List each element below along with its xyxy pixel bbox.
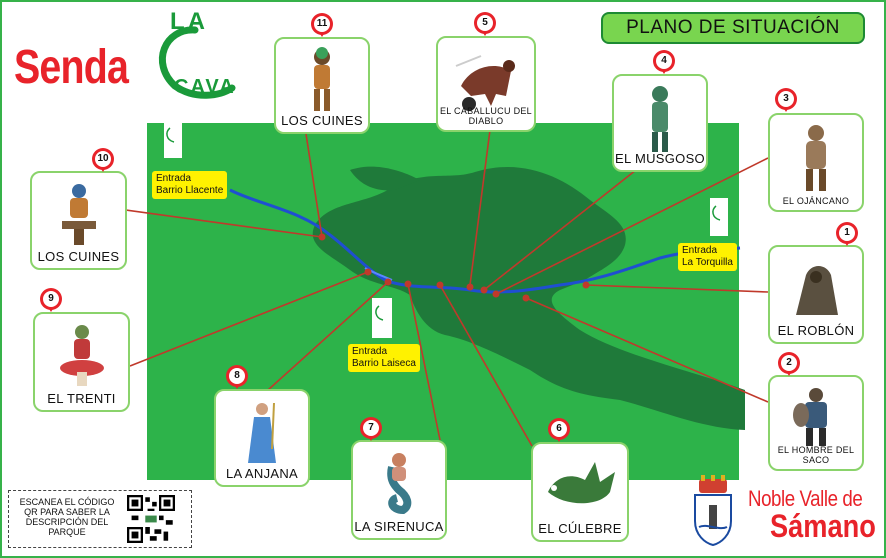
card-label: EL OJÁNCANO xyxy=(782,196,850,206)
entry-line: Barrio Laiseca xyxy=(352,358,416,369)
line-2 xyxy=(525,297,769,403)
card-el-musgoso[interactable]: EL MUSGOSO xyxy=(612,74,708,172)
marker-dot xyxy=(480,286,488,294)
card-el-ojancano[interactable]: EL OJÁNCANO xyxy=(768,113,864,212)
marker-dot xyxy=(364,268,372,276)
pin-11: 11 xyxy=(311,13,333,37)
logo-cava: CAVA xyxy=(174,76,236,98)
pin-3: 3 xyxy=(775,88,797,112)
card-label: LOS CUINES xyxy=(281,113,363,128)
anjana-figure-icon xyxy=(248,402,276,463)
hombre-del-saco-figure-icon xyxy=(793,388,827,446)
card-label: EL TRENTI xyxy=(47,391,116,406)
trenti-figure-icon xyxy=(59,325,104,386)
pin-6: 6 xyxy=(548,418,570,442)
card-label: LOS CUINES xyxy=(37,249,120,264)
entry-barrio-laiseca: Entrada Barrio Laiseca xyxy=(348,344,420,372)
card-label: EL ROBLÓN xyxy=(777,323,855,338)
line-7 xyxy=(407,283,441,441)
marker-dot xyxy=(436,281,444,289)
cuines-figure-icon xyxy=(314,47,330,111)
logo-la: LA xyxy=(170,8,208,35)
coat-of-arms-icon xyxy=(694,475,732,547)
pin-1: 1 xyxy=(836,222,858,246)
card-label: EL CÚLEBRE xyxy=(538,521,622,536)
ojancano-figure-icon xyxy=(806,125,826,191)
marker-dot xyxy=(492,290,500,298)
footer-samano: Sámano xyxy=(770,508,876,544)
marker-dot xyxy=(384,278,392,286)
pin-5: 5 xyxy=(474,12,496,36)
pin-4: 4 xyxy=(653,50,675,74)
line-3 xyxy=(495,157,769,295)
entry-line: Entrada xyxy=(156,173,192,184)
qr-code-icon[interactable] xyxy=(127,495,175,543)
entry-la-torquilla: Entrada La Torquilla xyxy=(678,243,737,271)
page-title: PLANO DE SITUACIÓN xyxy=(601,12,865,44)
card-label: EL CABALLUCU DEL DIABLO xyxy=(439,106,532,126)
card-label: LA ANJANA xyxy=(225,466,299,481)
line-6 xyxy=(439,284,533,447)
line-9 xyxy=(129,271,369,367)
musgoso-figure-icon xyxy=(652,86,668,152)
pin-2: 2 xyxy=(778,352,800,376)
card-la-anjana[interactable]: LA ANJANA xyxy=(214,389,310,487)
card-label: EL HOMBRE DEL SACO xyxy=(777,445,855,465)
card-caballucu-del-diablo[interactable]: EL CABALLUCU DEL DIABLO xyxy=(436,36,536,132)
line-11 xyxy=(305,133,323,238)
pin-7: 7 xyxy=(360,417,382,441)
culebre-figure-icon xyxy=(548,462,615,504)
qr-panel: ESCANEA EL CÓDIGO QR PARA SABER LA DESCR… xyxy=(8,490,192,548)
logo-cava-swoosh xyxy=(158,26,236,99)
line-10 xyxy=(125,209,323,238)
line-5 xyxy=(469,129,491,286)
card-el-hombre-del-saco[interactable]: EL HOMBRE DEL SACO xyxy=(768,375,864,471)
pin-10: 10 xyxy=(92,148,114,172)
card-label: LA SIRENUCA xyxy=(354,519,444,534)
marker-dot xyxy=(466,283,474,291)
entry-sign-laiseca xyxy=(372,298,392,338)
qr-instructions: ESCANEA EL CÓDIGO QR PARA SABER LA DESCR… xyxy=(19,497,115,537)
entry-barrio-llacente: Entrada Barrio Llacente xyxy=(152,171,228,199)
line-8 xyxy=(267,281,389,391)
card-el-roblon[interactable]: EL ROBLÓN xyxy=(768,245,864,344)
forest-area-2 xyxy=(350,166,420,191)
caballucu-figure-icon xyxy=(455,55,515,111)
marker-dot xyxy=(404,280,412,288)
roblon-figure-icon xyxy=(796,266,838,315)
marker-dot xyxy=(582,281,590,289)
card-el-trenti[interactable]: EL TRENTI xyxy=(33,312,130,412)
line-1 xyxy=(585,284,769,293)
pin-9: 9 xyxy=(40,288,62,312)
card-label: EL MUSGOSO xyxy=(615,151,705,166)
marker-dot xyxy=(318,233,326,241)
marker-dot xyxy=(522,294,530,302)
entry-line: Entrada xyxy=(352,346,388,357)
sirenuca-figure-icon xyxy=(387,453,412,514)
cuines-figure-icon xyxy=(61,184,96,245)
card-el-culebre[interactable]: EL CÚLEBRE xyxy=(531,442,629,542)
entry-sign-llacente xyxy=(164,120,182,158)
line-4 xyxy=(483,169,637,291)
entry-line: Barrio Llacente xyxy=(156,185,224,196)
pin-8: 8 xyxy=(226,365,248,389)
card-los-cuines-10[interactable]: LOS CUINES xyxy=(30,171,127,270)
logo-senda: Senda xyxy=(14,41,129,94)
footer-noble-valle: Noble Valle de xyxy=(748,486,863,511)
entry-line: La Torquilla xyxy=(682,257,733,268)
card-los-cuines-11[interactable]: LOS CUINES xyxy=(274,37,370,134)
entry-sign-torquilla xyxy=(710,198,728,236)
card-la-sirenuca[interactable]: LA SIRENUCA xyxy=(351,440,447,540)
entry-line: Entrada xyxy=(682,245,718,256)
